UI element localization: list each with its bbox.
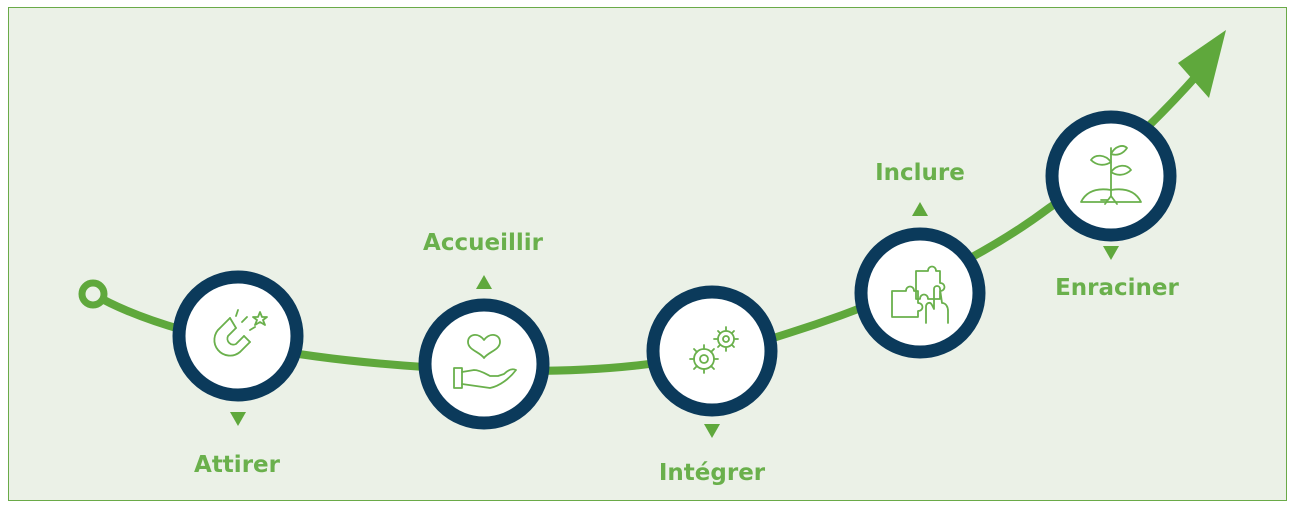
step-label-integrer: Intégrer — [659, 460, 766, 486]
step-node-inclure — [854, 227, 986, 359]
step-label-inclure: Inclure — [875, 160, 965, 186]
step-node-attirer — [172, 270, 304, 402]
step-inclure: Inclure — [854, 160, 986, 359]
path-arrow-head — [1178, 30, 1226, 98]
step-attirer: Attirer — [172, 270, 304, 478]
step-label-attirer: Attirer — [194, 452, 281, 478]
step-marker-accueillir — [476, 275, 492, 289]
plant-roots-icon — [1080, 145, 1142, 205]
magnet-star-icon — [213, 309, 268, 357]
step-accueillir: Accueillir — [418, 230, 550, 430]
puzzle-hand-icon — [891, 265, 949, 324]
journey-canvas: Attirer Accueillir Intégrer — [78, 30, 1226, 486]
step-integrer: Intégrer — [646, 285, 778, 486]
step-marker-attirer — [230, 412, 246, 426]
heart-hand-icon — [453, 334, 517, 389]
step-label-accueillir: Accueillir — [423, 230, 544, 256]
gears-icon — [689, 326, 739, 374]
step-label-enraciner: Enraciner — [1055, 275, 1179, 301]
step-marker-enraciner — [1103, 246, 1119, 260]
step-enraciner: Enraciner — [1045, 110, 1180, 301]
step-marker-integrer — [704, 424, 720, 438]
journey-diagram: Attirer Accueillir Intégrer — [8, 7, 1287, 501]
path-start-circle — [78, 279, 108, 309]
step-marker-inclure — [912, 202, 928, 216]
step-node-accueillir — [418, 298, 550, 430]
